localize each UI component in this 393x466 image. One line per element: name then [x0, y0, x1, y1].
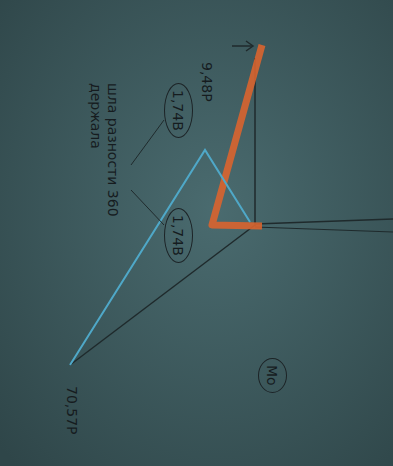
leader-line [131, 120, 164, 165]
note-text: 70,57Р [64, 386, 81, 435]
horizontal-line [255, 219, 393, 224]
value-text: Мо [264, 365, 281, 386]
arrow-mark [232, 45, 252, 47]
horizontal-line [255, 227, 393, 232]
note-text: 9,48Р [199, 62, 216, 102]
blue-vector [70, 150, 250, 365]
handwritten-note: 70,57Р [64, 386, 81, 439]
circled-value: 1,74В [164, 83, 193, 138]
value-text: 1,74В [170, 90, 187, 131]
orange-vector [212, 45, 262, 226]
leader-line [131, 190, 164, 225]
diagonal-line [70, 225, 255, 365]
value-text: 1,74В [170, 215, 187, 256]
handwritten-note: шла разности 360 держала [87, 83, 121, 272]
note-text: шла разности 360 держала [87, 83, 121, 268]
handwritten-note: 9,48Р [199, 62, 216, 106]
arrow-mark [246, 41, 253, 51]
circled-value: Мо [258, 358, 287, 393]
circled-value: 1,74В [164, 208, 193, 263]
